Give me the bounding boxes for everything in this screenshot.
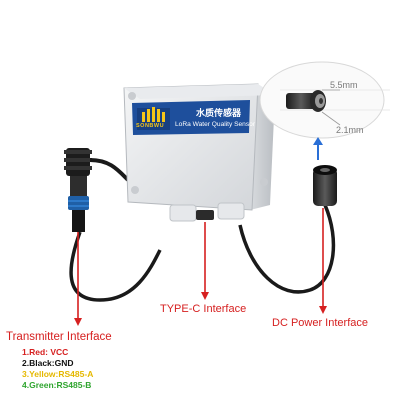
wire-yellow: 3.Yellow:RS485-A [22, 369, 94, 379]
wire-black: 2.Black:GND [22, 358, 74, 368]
outer-diameter-label: 5.5mm [330, 80, 358, 90]
brand-logo-icon [142, 107, 165, 122]
dc-jack [313, 165, 337, 206]
transmitter-cable [69, 231, 162, 302]
transmitter-interface-title: Transmitter Interface [6, 331, 112, 343]
aviation-connector [64, 148, 92, 232]
transmitter-arrow [74, 232, 82, 326]
dc-cable [238, 204, 336, 294]
brand-text: SONBWU [136, 123, 165, 129]
device-subtitle: LoRa Water Quality Sensor [175, 121, 256, 128]
detail-arrow [313, 137, 323, 160]
wire-green: 4.Green:RS485-B [22, 380, 92, 390]
dc-plug-detail [259, 61, 390, 139]
typec-interface-title: TYPE-C Interface [160, 303, 247, 315]
dc-power-interface-title: DC Power Interface [272, 317, 368, 329]
inner-diameter-label: 2.1mm [336, 125, 364, 135]
typec-arrow [201, 222, 209, 300]
wire-red: 1.Red: VCC [22, 347, 69, 357]
dc-power-arrow [319, 208, 327, 314]
device-label [132, 100, 250, 135]
device-title: 水质传感器 [196, 108, 242, 118]
